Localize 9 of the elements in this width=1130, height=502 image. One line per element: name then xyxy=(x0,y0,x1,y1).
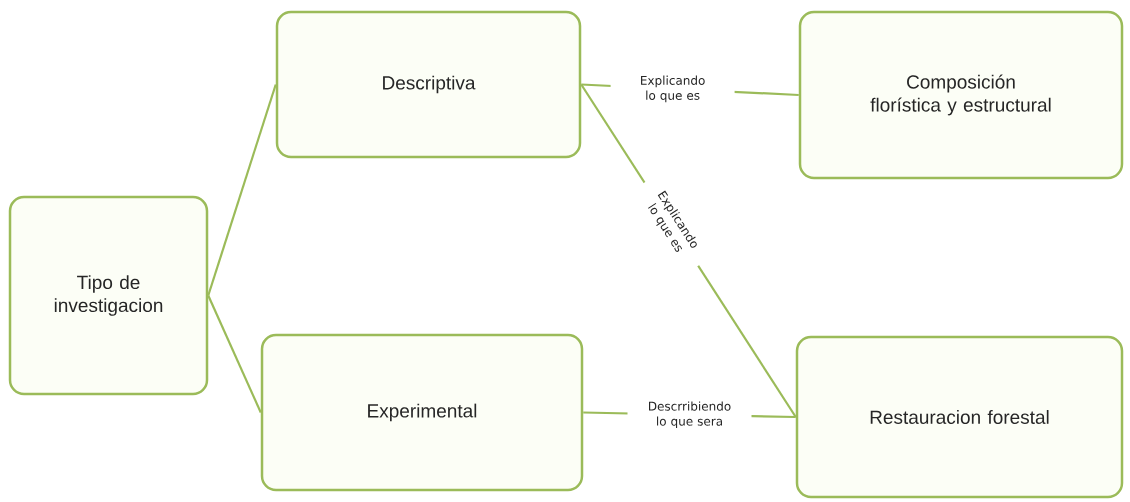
process-box: Restauracion forestal xyxy=(795,335,1124,499)
process-box: Experimental xyxy=(260,333,584,492)
connector-line xyxy=(207,295,262,413)
process-box: Descriptiva xyxy=(275,10,582,159)
edge-label: Explicando lo que es xyxy=(610,73,735,105)
process-box: Tipo de investigacion xyxy=(8,195,209,396)
process-box: Composición florística y estructural xyxy=(798,10,1124,180)
connector-line xyxy=(207,84,277,296)
edge-label: Descrribiendo lo que sera xyxy=(627,399,752,431)
